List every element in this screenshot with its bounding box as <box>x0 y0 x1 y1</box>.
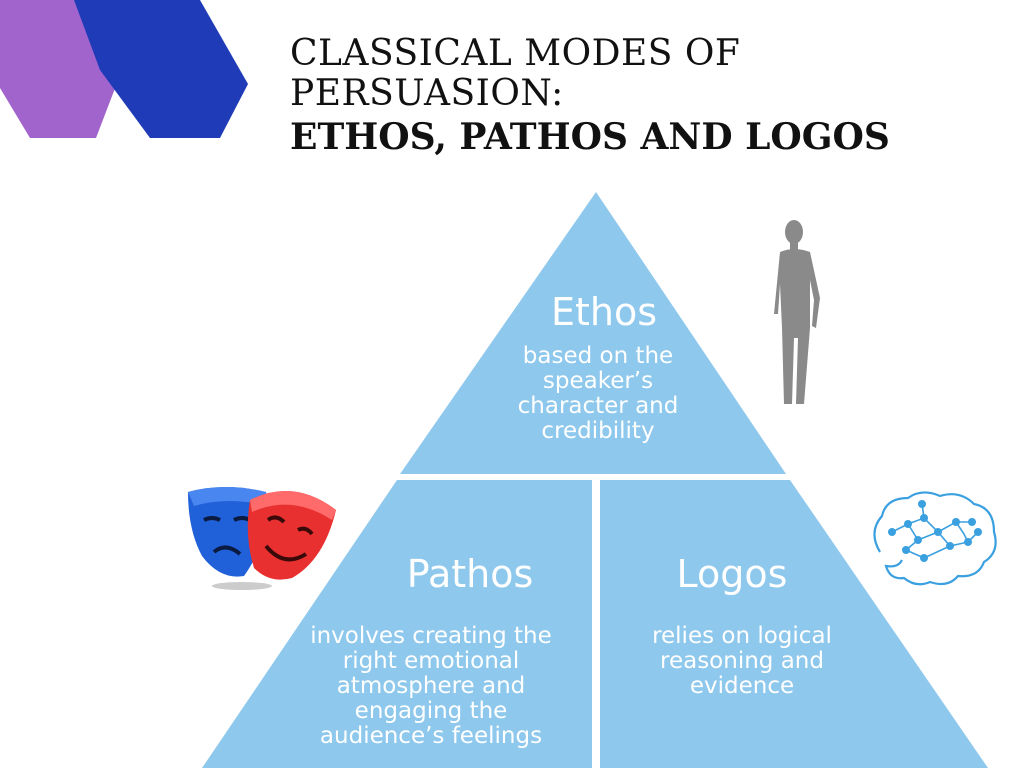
pathos-desc-line: right emotional <box>342 648 520 674</box>
brain-network-icon <box>873 491 997 586</box>
logos-section <box>600 480 988 768</box>
pathos-heading: Pathos <box>406 552 534 596</box>
title-line-3: ETHOS, PATHOS AND LOGOS <box>290 116 890 158</box>
decorative-shapes <box>0 0 248 138</box>
pathos-desc-line: audience’s feelings <box>319 723 543 749</box>
blue-hexagon-shape <box>74 0 248 138</box>
ethos-description: based on the speaker’s character and cre… <box>468 344 728 444</box>
logos-heading: Logos <box>676 552 788 596</box>
page-title: CLASSICAL MODES OF PERSUASION: ETHOS, PA… <box>290 34 1010 160</box>
logos-desc-line: evidence <box>689 673 795 699</box>
pathos-desc-line: involves creating the <box>310 623 552 649</box>
pathos-desc-line: atmosphere and <box>336 673 526 699</box>
title-line-1: CLASSICAL MODES OF <box>290 33 741 74</box>
ethos-section <box>400 192 786 474</box>
pathos-description: involves creating the right emotional at… <box>286 624 576 749</box>
ethos-desc-line: based on the <box>522 343 674 369</box>
logos-description: relies on logical reasoning and evidence <box>612 624 872 699</box>
ethos-desc-line: character and <box>517 393 679 419</box>
person-silhouette-icon <box>774 220 820 404</box>
pathos-section <box>202 480 592 768</box>
title-line-2: PERSUASION: <box>290 73 564 114</box>
logos-desc-line: reasoning and <box>660 648 824 674</box>
pathos-desc-line: engaging the <box>354 698 508 724</box>
ethos-desc-line: credibility <box>541 418 655 444</box>
ethos-desc-line: speaker’s <box>542 368 654 394</box>
ethos-heading: Ethos <box>550 290 658 334</box>
theater-masks-icon <box>188 487 336 590</box>
logos-desc-line: relies on logical <box>652 623 832 649</box>
